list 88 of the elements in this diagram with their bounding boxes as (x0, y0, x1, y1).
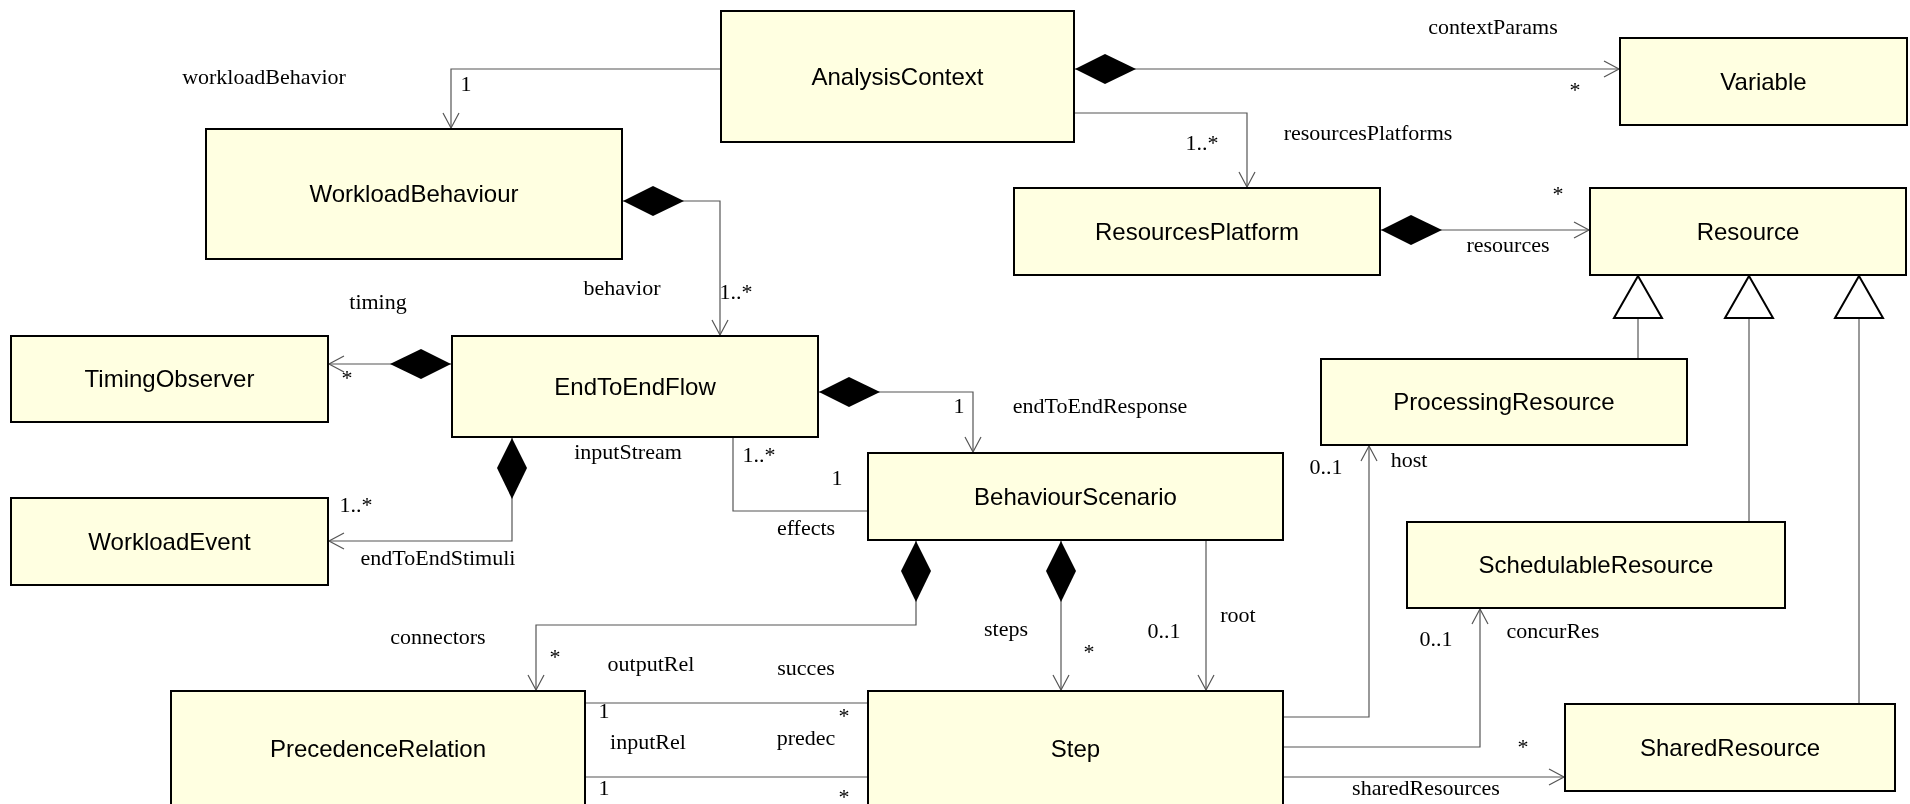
composition-arrow (622, 186, 729, 336)
class-box (720, 10, 1075, 143)
multiplicity-label: * (1569, 79, 1581, 101)
association-line (585, 776, 868, 778)
role-name: inputStream (574, 441, 682, 463)
multiplicity-label: 1 (953, 395, 965, 417)
multiplicity-label: * (1517, 736, 1529, 758)
role-name: resourcesPlatforms (1283, 122, 1453, 144)
multiplicity-label: * (1083, 641, 1095, 663)
class-box (1564, 703, 1896, 792)
association-line (1283, 608, 1489, 748)
multiplicity-label: 1 (831, 467, 843, 489)
composition-arrow (818, 377, 982, 453)
multiplicity-label: 0..1 (1309, 456, 1343, 478)
multiplicity-label: 1..* (742, 444, 776, 466)
class-box (867, 452, 1284, 541)
class-name: BehaviourScenario (974, 482, 1177, 511)
multiplicity-label: 0..1 (1419, 628, 1453, 650)
class-box (10, 335, 329, 423)
role-name: predec (776, 727, 836, 749)
role-name: resources (1466, 234, 1550, 256)
multiplicity-label: * (549, 646, 561, 668)
multiplicity-label: * (341, 367, 353, 389)
class-box (170, 690, 586, 804)
class-name: Resource (1696, 217, 1800, 246)
role-name: inputRel (610, 731, 686, 753)
class-box (451, 335, 819, 438)
multiplicity-label: 1..* (1185, 132, 1219, 154)
composition-arrow (1380, 215, 1590, 245)
composition-arrow (1046, 540, 1076, 691)
multiplicity-label: 1 (460, 73, 472, 95)
multiplicity-label: * (1552, 183, 1564, 205)
role-name: effects (776, 517, 836, 539)
multiplicity-label: 1 (598, 700, 610, 722)
multiplicity-label: 0..1 (1147, 620, 1181, 642)
class-name: ProcessingResource (1393, 388, 1615, 416)
class-name: SharedResource (1639, 733, 1821, 762)
class-box (1619, 37, 1908, 126)
generalization-arrow (1834, 275, 1884, 704)
multiplicity-label: 1 (598, 777, 610, 799)
multiplicity-label: * (838, 705, 850, 727)
role-name: concurRes (1506, 620, 1600, 642)
role-name: workloadBehavior (182, 66, 346, 88)
class-name: WorkloadBehaviour (309, 180, 519, 208)
role-name: contextParams (1428, 16, 1558, 38)
role-name: host (1390, 449, 1428, 471)
class-name: AnalysisContext (811, 62, 984, 91)
class-name: TimingObserver (84, 365, 255, 393)
class-name: WorkloadEvent (88, 527, 251, 556)
role-name: steps (984, 618, 1028, 640)
multiplicity-label: 1..* (339, 494, 373, 516)
role-name: sharedResources (1352, 777, 1500, 799)
class-name: Variable (1720, 67, 1807, 96)
class-box (1406, 521, 1786, 609)
role-name: timing (349, 291, 407, 313)
role-name: endToEndStimuli (360, 547, 516, 569)
multiplicity-label: 1..* (719, 281, 753, 303)
class-box (1013, 187, 1381, 276)
class-box (10, 497, 329, 586)
role-name: connectors (390, 626, 486, 648)
class-name: EndToEndFlow (554, 372, 716, 401)
generalization-arrow (1724, 275, 1774, 522)
class-box (1320, 358, 1688, 446)
association-line (1074, 112, 1256, 188)
multiplicity-label: * (838, 786, 850, 804)
role-name: outputRel (607, 653, 695, 675)
class-box (867, 690, 1284, 804)
association-line (1283, 445, 1378, 718)
role-name: endToEndResponse (1012, 395, 1188, 417)
association-line (1283, 768, 1565, 786)
class-name: PrecedenceRelation (269, 735, 487, 763)
role-name: succes (777, 657, 835, 679)
association-line (585, 702, 868, 704)
class-name: SchedulableResource (1478, 551, 1714, 579)
composition-arrow (527, 540, 931, 691)
role-name: behavior (583, 277, 661, 299)
association-line (442, 68, 721, 129)
composition-arrow (1074, 54, 1620, 84)
role-name: root (1220, 604, 1256, 626)
class-name: ResourcesPlatform (1094, 217, 1300, 246)
composition-arrow (328, 349, 452, 379)
composition-arrow (328, 437, 527, 550)
association-line (732, 437, 868, 512)
class-name: Step (1050, 735, 1101, 763)
class-box (1589, 187, 1907, 276)
generalization-arrow (1613, 275, 1663, 359)
association-line (1197, 540, 1215, 691)
class-box (205, 128, 623, 260)
